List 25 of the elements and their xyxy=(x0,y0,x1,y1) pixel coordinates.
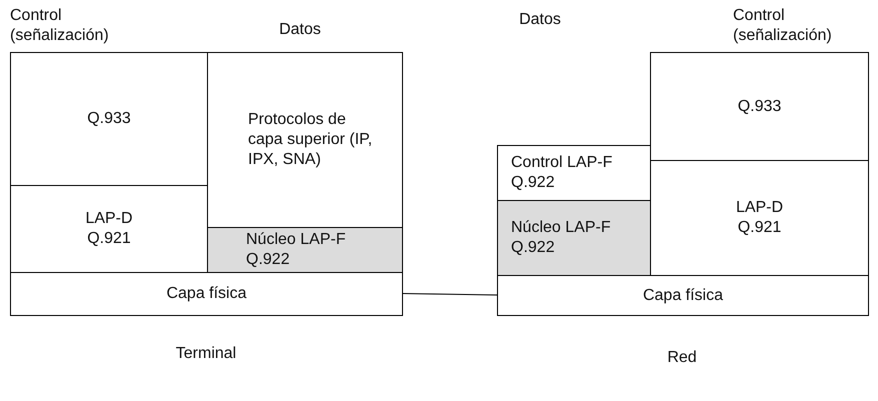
column-heading: Datos xyxy=(518,10,562,30)
layer-label: Q.933 xyxy=(736,96,782,116)
layer-label: Núcleo LAP-F Q.922 xyxy=(511,218,612,258)
layer-label: Control LAP-F Q.922 xyxy=(511,153,614,193)
column-heading: Terminal xyxy=(174,344,238,364)
layer-label: Capa física xyxy=(642,286,724,306)
column-heading: Datos xyxy=(278,20,322,40)
protocol-layer-box xyxy=(10,52,208,186)
protocol-layer-box xyxy=(207,52,403,228)
connector-line xyxy=(402,293,498,296)
layer-label: Núcleo LAP-F Q.922 xyxy=(246,230,347,270)
column-heading: Control (señalización) xyxy=(733,6,833,46)
column-heading: Red xyxy=(666,348,698,368)
core-layer-box xyxy=(497,200,651,276)
layer-label: Q.933 xyxy=(86,109,132,129)
layer-label: Protocolos de capa superior (IP, IPX, SNA) xyxy=(248,110,374,170)
core-layer-box xyxy=(207,227,403,273)
protocol-layer-box xyxy=(497,145,651,201)
physical-layer-box xyxy=(10,272,403,316)
layer-label: LAP-D Q.921 xyxy=(734,198,784,238)
column-heading: Control (señalización) xyxy=(10,6,110,46)
layer-label: LAP-D Q.921 xyxy=(84,209,134,249)
layer-label: Capa física xyxy=(165,284,248,304)
physical-layer-box xyxy=(497,275,869,316)
protocol-layer-box xyxy=(650,52,869,161)
